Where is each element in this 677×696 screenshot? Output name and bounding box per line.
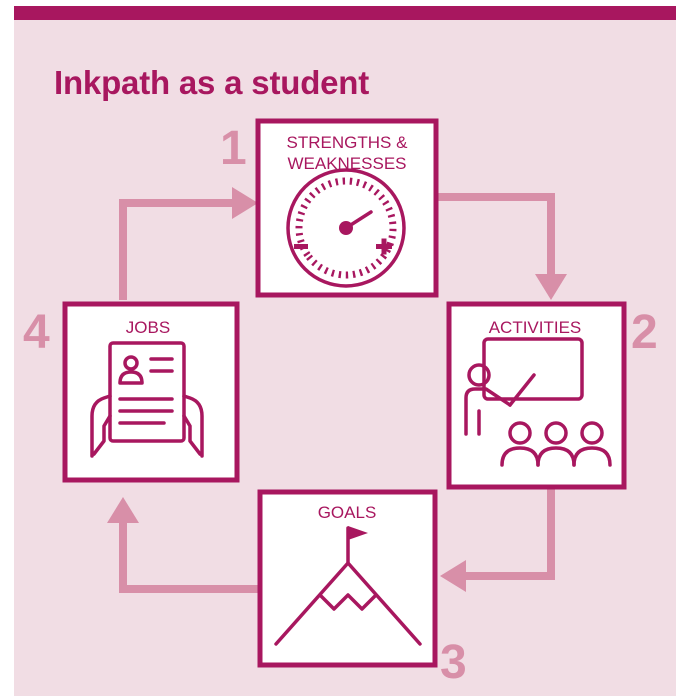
arrow-3-to-4 [107,497,260,593]
step-2-label: ACTIVITIES [489,318,582,337]
arrow-2-to-3 [440,488,555,592]
infographic-panel: Inkpath as a student 1 STRENGTHS & WEAKN… [14,6,676,696]
cycle-diagram: 1 STRENGTHS & WEAKNESSES ACTIVITIES 2 [23,118,658,689]
step-3-label: GOALS [318,503,377,522]
step-1-strengths-weaknesses: 1 STRENGTHS & WEAKNESSES [220,118,439,298]
step-3-goals: GOALS 3 [257,489,467,689]
step-4-jobs: JOBS 4 [23,301,240,483]
mountain-flag-icon [274,526,422,646]
step-3-box [257,489,438,668]
teacher-audience-icon [464,337,612,467]
step-1-box [255,118,439,298]
cv-in-hands-icon [90,341,204,458]
page-title: Inkpath as a student [54,64,370,101]
step-4-box [62,301,240,483]
arrow-1-to-2 [436,193,567,300]
top-accent-bar [14,6,676,20]
step-4-number: 4 [23,306,50,359]
step-1-label-line2: WEAKNESSES [287,154,406,173]
step-1-number: 1 [220,122,247,175]
gauge-icon [286,168,406,288]
step-2-number: 2 [631,306,658,359]
step-1-label-line1: STRENGTHS & [287,133,409,152]
step-4-label: JOBS [126,318,170,337]
arrow-4-to-1 [119,187,258,300]
step-3-number: 3 [440,636,467,689]
step-2-activities: ACTIVITIES 2 [446,301,658,490]
